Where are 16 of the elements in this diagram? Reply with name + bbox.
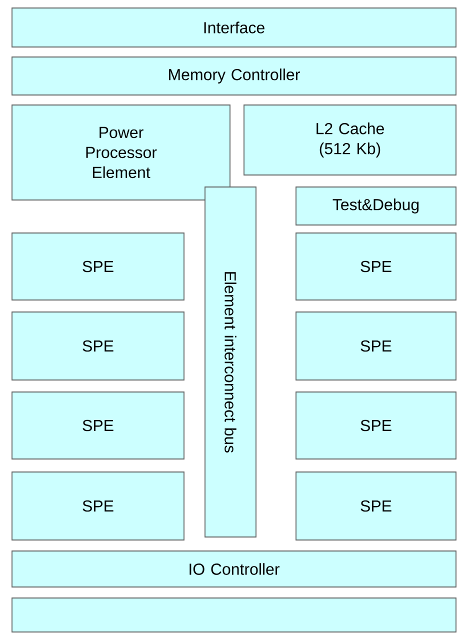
block-box: SPE — [296, 312, 456, 380]
block-box: Test&Debug — [296, 186, 456, 226]
block-box: SPE — [12, 312, 184, 380]
block-box: Memory Controller — [12, 56, 456, 96]
block-box: SPE — [12, 472, 184, 540]
bus-bar: Element interconnect bus — [204, 186, 256, 538]
block-box: L2 Cache (512 Kb) — [244, 104, 456, 176]
block-box: SPE — [12, 232, 184, 300]
block-box: Interface — [12, 8, 456, 48]
block-box: SPE — [12, 392, 184, 460]
block-box — [12, 598, 456, 632]
block-box: SPE — [296, 472, 456, 540]
block-box: SPE — [296, 392, 456, 460]
processor-box: Power Processor Element — [12, 104, 230, 200]
block-box: IO Controller — [12, 550, 456, 588]
block-box: SPE — [296, 232, 456, 300]
